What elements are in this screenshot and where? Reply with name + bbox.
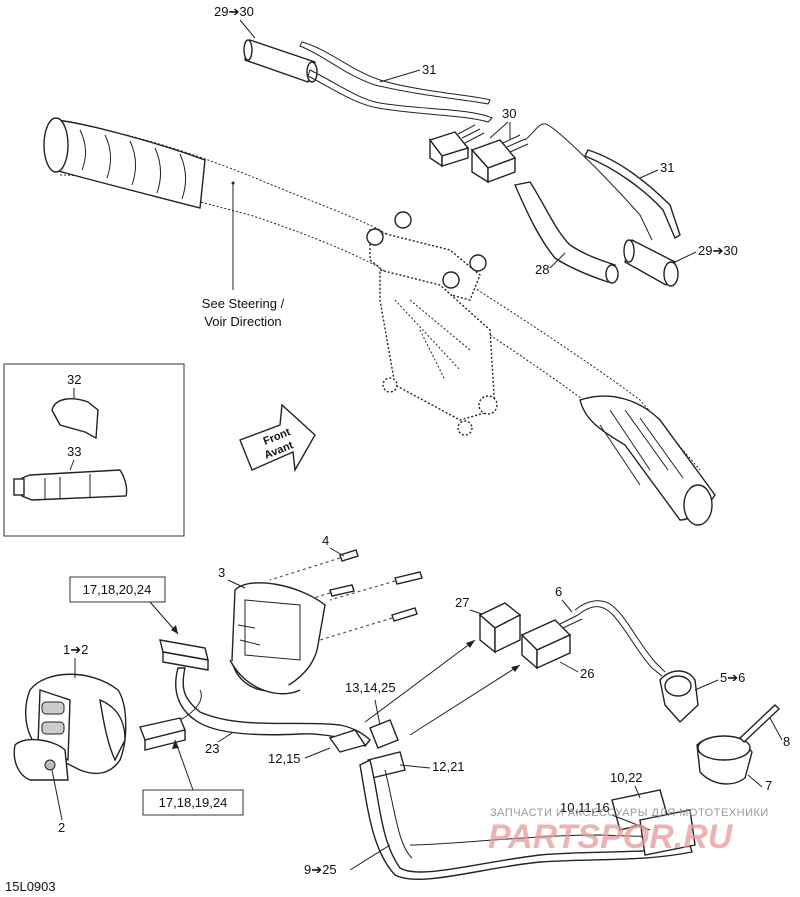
callout-26: 26 (580, 666, 594, 681)
callout-30: 30 (502, 106, 516, 121)
callout-7: 7 (765, 778, 772, 793)
callout-1-2: 1➔2 (63, 642, 88, 657)
callout-6: 6 (555, 584, 562, 599)
pin-8 (738, 704, 781, 743)
callout-5-6: 5➔6 (720, 670, 745, 685)
front-arrow: Front Avant (239, 403, 316, 473)
callout-31-right: 31 (660, 160, 674, 175)
connector-lower (139, 717, 186, 751)
callout-4: 4 (322, 533, 329, 548)
handlebar (43, 117, 716, 526)
wire-harness-29 (307, 69, 493, 123)
tube-28 (514, 181, 616, 283)
steering-note-line1: See Steering / (202, 296, 285, 311)
watermark-brand: PARTSPOR.RU (488, 818, 734, 856)
callout-27: 27 (455, 595, 469, 610)
harness-9 (359, 758, 693, 881)
connector-26 (520, 614, 583, 670)
heating-element-right (623, 239, 679, 287)
heating-element-left (243, 39, 318, 83)
switch-5 (659, 670, 699, 724)
connector-30-b (470, 134, 529, 184)
callout-3: 3 (218, 565, 225, 580)
callout-12-15: 12,15 (268, 751, 301, 766)
callout-12-21: 12,21 (432, 759, 465, 774)
part-33-tube (13, 469, 128, 501)
callout-8: 8 (783, 734, 790, 749)
switch-assembly-1 (13, 673, 127, 781)
callout-32: 32 (67, 372, 81, 387)
callout-10-11-16: 10,11,16 (560, 800, 610, 815)
harness-23 (175, 667, 371, 747)
callout-31-top: 31 (422, 62, 436, 77)
callout-9-25: 9➔25 (304, 862, 337, 877)
part-32-cap (51, 398, 99, 440)
callout-29-30-top: 29➔30 (214, 4, 254, 19)
connector-cluster (328, 719, 406, 779)
callout-box-17-18-19-24 (142, 789, 244, 816)
callout-10-22: 10,22 (610, 770, 643, 785)
screws-4 (269, 549, 423, 641)
knob-7 (696, 735, 753, 785)
callout-23: 23 (205, 741, 219, 756)
watermark-tagline: ЗАПЧАСТИ И АКСЕССУАРЫ ДЛЯ МОТОТЕХНИКИ (490, 807, 769, 819)
connector-upper (159, 639, 209, 671)
wire-30 (524, 123, 653, 241)
callout-2: 2 (58, 820, 65, 835)
diagram-code: 15L0903 (5, 879, 56, 894)
wire-harness-31-top (299, 41, 491, 105)
callout-13-14-25: 13,14,25 (345, 680, 396, 695)
callout-33: 33 (67, 444, 81, 459)
wire-cover-31 (584, 149, 681, 240)
callout-17-18-19-24: 17,18,19,24 (159, 795, 228, 810)
callout-17-18-20-24: 17,18,20,24 (83, 582, 152, 597)
steering-note-line2: Voir Direction (204, 314, 281, 329)
callout-28: 28 (535, 262, 549, 277)
callout-box-17-18-20-24 (69, 576, 166, 603)
callout-29-30-right: 29➔30 (698, 243, 738, 258)
housing-3 (229, 582, 326, 695)
connector-30-a (428, 124, 485, 168)
inset-box (3, 363, 185, 537)
connector-27 (478, 602, 522, 654)
